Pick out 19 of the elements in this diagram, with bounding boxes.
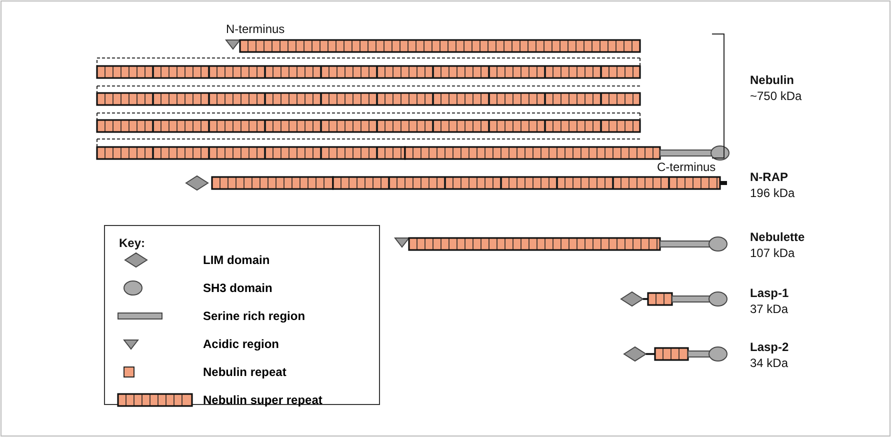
legend-label: LIM domain <box>203 253 270 267</box>
protein-name: Lasp-2 <box>750 340 789 354</box>
legend-label: Nebulin super repeat <box>203 393 322 407</box>
legend-label: Nebulin repeat <box>203 365 286 379</box>
molecular-weight: 107 kDa <box>750 246 795 260</box>
terminus-label: N-terminus <box>226 22 285 36</box>
molecular-weight: 196 kDa <box>750 186 795 200</box>
protein-name: Nebulin <box>750 73 794 87</box>
legend-title: Key: <box>119 236 146 250</box>
molecular-weight: 34 kDa <box>750 356 788 370</box>
molecular-weight: ~750 kDa <box>750 89 802 103</box>
legend-label: SH3 domain <box>203 281 272 295</box>
terminus-label: C-terminus <box>657 160 716 174</box>
molecular-weight: 37 kDa <box>750 302 788 316</box>
protein-name: Nebulette <box>750 230 805 244</box>
protein-name: Lasp-1 <box>750 286 789 300</box>
protein-name: N-RAP <box>750 170 788 184</box>
legend-label: Serine rich region <box>203 309 306 323</box>
legend-label: Acidic region <box>203 337 280 351</box>
